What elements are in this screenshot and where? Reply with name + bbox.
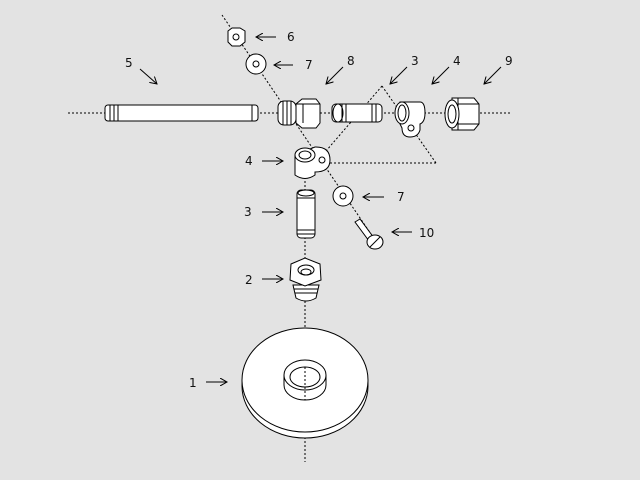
callout-label-10: 10 bbox=[419, 226, 434, 240]
construction-lines bbox=[319, 85, 437, 164]
part-4-clamp-right bbox=[394, 101, 426, 138]
part-5-rod bbox=[104, 104, 259, 122]
part-4-clamp-center bbox=[294, 146, 331, 179]
callout-label-3-top: 3 bbox=[411, 54, 419, 68]
callout-label-4-center: 4 bbox=[245, 154, 253, 168]
callout-label-4-top: 4 bbox=[453, 54, 461, 68]
part-1-base-disc bbox=[241, 327, 369, 439]
part-8-hex-fitting bbox=[277, 98, 321, 129]
callout-label-2: 2 bbox=[245, 273, 253, 287]
part-2-hex-adapter bbox=[289, 257, 322, 302]
part-7-washer-lower bbox=[332, 185, 354, 207]
part-3-horizontal-nipple bbox=[331, 103, 383, 123]
callout-label-8: 8 bbox=[347, 54, 355, 68]
part-6-small-nut bbox=[227, 27, 246, 47]
callout-arrows bbox=[139, 37, 502, 382]
part-7-washer-top bbox=[245, 53, 267, 75]
callout-label-9: 9 bbox=[505, 54, 513, 68]
part-10-screw bbox=[354, 218, 384, 250]
callout-label-6: 6 bbox=[287, 30, 295, 44]
callout-label-7-top: 7 bbox=[305, 58, 313, 72]
diagonal-axis-line bbox=[221, 14, 376, 241]
part-3-vertical-nipple bbox=[296, 189, 316, 239]
callout-label-5: 5 bbox=[125, 56, 133, 70]
part-9-nut bbox=[444, 97, 480, 131]
callout-label-1: 1 bbox=[189, 376, 197, 390]
callout-label-3-vertical: 3 bbox=[244, 205, 252, 219]
callout-label-7-lower: 7 bbox=[397, 190, 405, 204]
